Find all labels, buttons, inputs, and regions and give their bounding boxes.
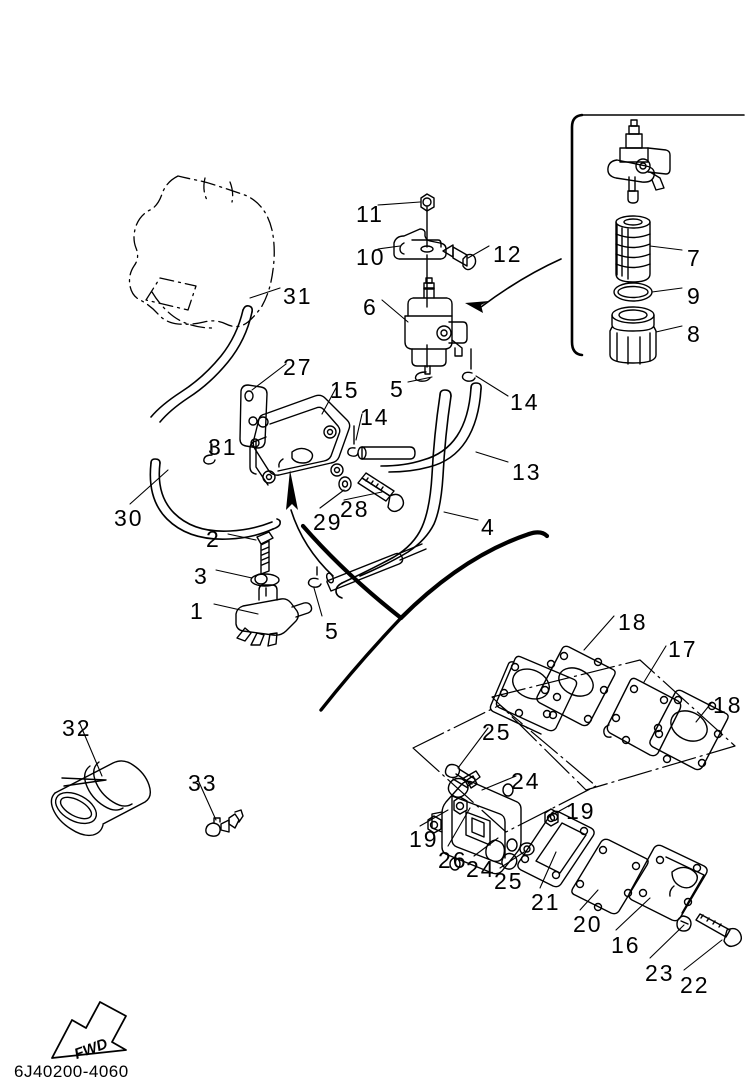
callout-25-lower: 25 (494, 868, 524, 894)
callout-18-mid: 18 (618, 609, 648, 635)
lower-tube (325, 543, 427, 592)
callout-3: 3 (194, 563, 209, 589)
part-10-bracket (393, 228, 447, 260)
callout-14-left: 14 (360, 404, 390, 430)
part-20-diaphragm (571, 838, 649, 915)
callout-10: 10 (356, 244, 386, 270)
callout-29: 29 (313, 509, 343, 535)
part-11-nut (420, 193, 435, 308)
callout-26: 26 (438, 847, 468, 873)
part-6-fuel-cock (404, 277, 468, 375)
phantom-plane-gaskets (491, 659, 736, 791)
part-9-o-ring (613, 282, 653, 302)
callout-31-upper: 31 (283, 283, 313, 309)
callout-6: 6 (363, 294, 378, 320)
callout-31-lower: 31 (208, 434, 238, 460)
part-16-pump-cover (628, 844, 708, 922)
callout-9: 9 (687, 283, 702, 309)
callout-30: 30 (114, 505, 144, 531)
part-12-bolt (442, 244, 477, 271)
part-1-fuel-filter (235, 584, 313, 647)
pump-tube (357, 446, 416, 460)
fwd-arrow-marker (51, 1001, 127, 1059)
callout-18-right: 18 (713, 692, 743, 718)
callout-25-upper: 25 (482, 719, 512, 745)
callout-24-lower: 24 (466, 856, 496, 882)
callout-8: 8 (687, 321, 702, 347)
callout-11: 11 (356, 201, 384, 227)
callout-2: 2 (206, 526, 221, 552)
leader-lines (79, 201, 723, 971)
part-13-hose (380, 382, 482, 473)
callout-5-upper: 5 (390, 376, 405, 402)
callout-5-lower: 5 (325, 618, 340, 644)
part-4-hose (335, 389, 452, 599)
inset-frame (570, 113, 584, 357)
inset-fuel-cock (607, 119, 671, 204)
part-29-washer (338, 476, 352, 492)
callout-22: 22 (680, 972, 710, 998)
part-27-bracket (239, 384, 268, 449)
engine-hose (150, 305, 253, 423)
callout-16: 16 (611, 932, 641, 958)
part-19-nut-left (453, 796, 468, 815)
part-3-washer (250, 573, 280, 587)
callout-24-upper: 24 (511, 768, 541, 794)
part-24-valve-lower (501, 852, 518, 870)
cowling-divider-lower (319, 616, 403, 712)
callout-14-right: 14 (510, 389, 540, 415)
callout-12: 12 (493, 241, 523, 267)
callout-15: 15 (330, 377, 360, 403)
part-32-sleeve (50, 760, 152, 837)
part-33-fitting (205, 809, 244, 837)
callout-23: 23 (645, 960, 675, 986)
part-number-label: 6J40200-4060 (14, 1062, 129, 1081)
clip-group (203, 344, 476, 588)
part-19-nut-far-left (427, 815, 442, 834)
assembly-arrows (286, 301, 489, 510)
callout-7: 7 (687, 245, 702, 271)
phantom-plane-pump (412, 704, 597, 833)
cowling-divider (300, 523, 550, 621)
callout-19-right: 19 (566, 798, 596, 824)
callout-1: 1 (190, 598, 205, 624)
callout-32: 32 (62, 715, 92, 741)
part-17-gasket (603, 677, 682, 757)
callout-21: 21 (531, 889, 561, 915)
part-30-hose (149, 458, 281, 540)
callout-33: 33 (188, 770, 218, 796)
callout-13: 13 (512, 459, 542, 485)
part-25-spring-upper (444, 763, 478, 789)
part-7-filter-element (615, 215, 651, 283)
callout-27: 27 (283, 354, 313, 380)
part-8-filter-cup (609, 306, 657, 365)
assembly-arrow-lines (290, 258, 562, 577)
part-21-gasket-plate (517, 810, 595, 888)
callout-19-left: 19 (409, 826, 439, 852)
callout-17: 17 (668, 636, 698, 662)
engine-block-outline (128, 175, 275, 329)
part-25-spring-lower (519, 842, 535, 856)
part-18-gasket-mid (536, 645, 616, 727)
callout-4: 4 (481, 514, 496, 540)
part-28-bolt (357, 472, 405, 513)
callout-28: 28 (340, 496, 370, 522)
part-2-bolt (256, 531, 274, 575)
part-22-screw (695, 913, 743, 948)
part-23-washer (676, 915, 692, 932)
callout-20: 20 (573, 911, 603, 937)
part-15-fuel-pump (249, 394, 351, 486)
